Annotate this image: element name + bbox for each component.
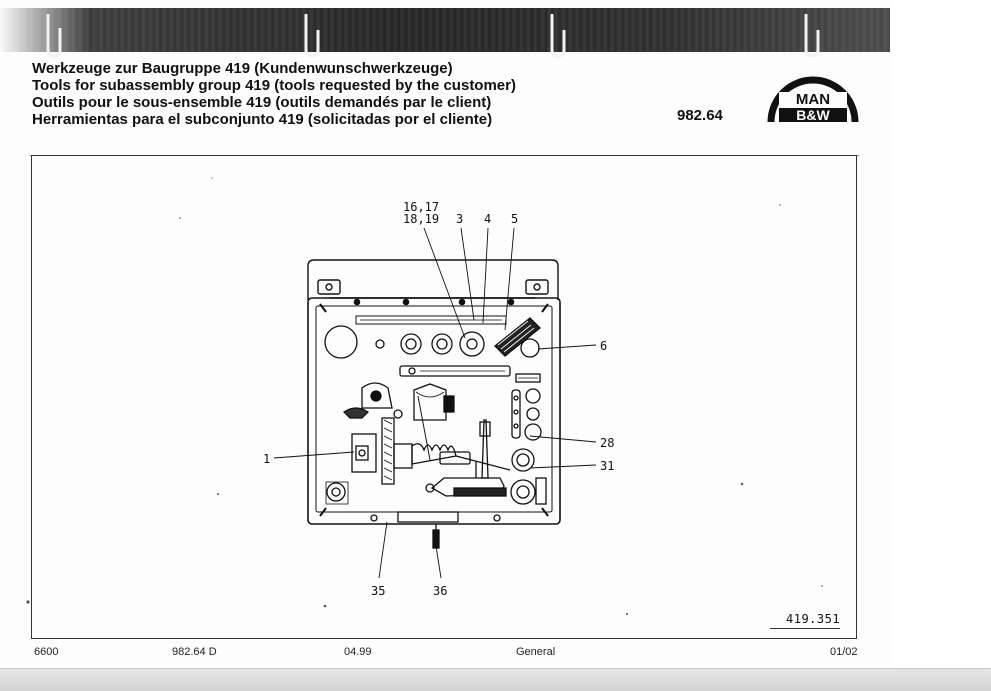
binder-rings	[46, 14, 820, 58]
callout-35: 35	[371, 584, 385, 598]
document-number: 982.64	[677, 107, 723, 124]
toolbox-lid	[307, 259, 559, 300]
footer-category: General	[516, 646, 556, 658]
footer-code: 6600	[34, 646, 59, 658]
page-margin-right	[890, 0, 991, 668]
scanned-page: Werkzeuge zur Baugruppe 419 (Kundenwunsc…	[0, 8, 890, 668]
drawing-number: 419.351	[786, 612, 841, 626]
brush-tool	[494, 317, 541, 357]
callout-5: 5	[511, 212, 518, 226]
callout-1: 1	[263, 452, 270, 466]
callout-36: 36	[433, 584, 447, 598]
man-bw-logo: MAN B&W	[767, 76, 859, 123]
scan-noise	[26, 177, 823, 615]
callout-6: 6	[600, 339, 607, 353]
binder-shadow	[0, 8, 890, 52]
toolbox-base	[370, 511, 501, 549]
middle-tools	[325, 365, 547, 505]
viewer-bottom-bar	[0, 668, 991, 691]
callout-labels: 16,17 18,19 3 4 5 6 28 1 31 35 36	[263, 200, 614, 598]
title-spanish: Herramientas para el subconjunto 419 (so…	[32, 111, 493, 128]
top-row-tools	[324, 317, 541, 359]
title-english: Tools for subassembly group 419 (tools r…	[32, 77, 516, 94]
title-french: Outils pour le sous-ensemble 419 (outils…	[32, 94, 492, 111]
page-footer: 6600 982.64 D 04.99 General 01/02	[0, 640, 890, 668]
leader-lines	[273, 227, 597, 579]
callout-28: 28	[600, 436, 614, 450]
callout-16-17: 16,17	[403, 200, 439, 214]
logo-text-man: MAN	[796, 91, 830, 108]
footer-doc-ref: 982.64 D	[172, 646, 217, 658]
title-block: Werkzeuge zur Baugruppe 419 (Kundenwunsc…	[32, 60, 516, 128]
drawing-frame	[31, 155, 857, 639]
logo-text-bw: B&W	[796, 107, 830, 123]
callout-3: 3	[456, 212, 463, 226]
callout-18-19: 18,19	[403, 212, 439, 226]
callout-4: 4	[484, 212, 491, 226]
footer-date: 04.99	[344, 646, 372, 658]
callout-31: 31	[600, 459, 614, 473]
toolbox-drawing: 16,17 18,19 3 4 5 6 28 1 31 35 36	[26, 177, 823, 615]
drawing-number-rule	[770, 628, 840, 629]
title-german: Werkzeuge zur Baugruppe 419 (Kundenwunsc…	[32, 60, 453, 77]
footer-page: 01/02	[830, 646, 858, 658]
